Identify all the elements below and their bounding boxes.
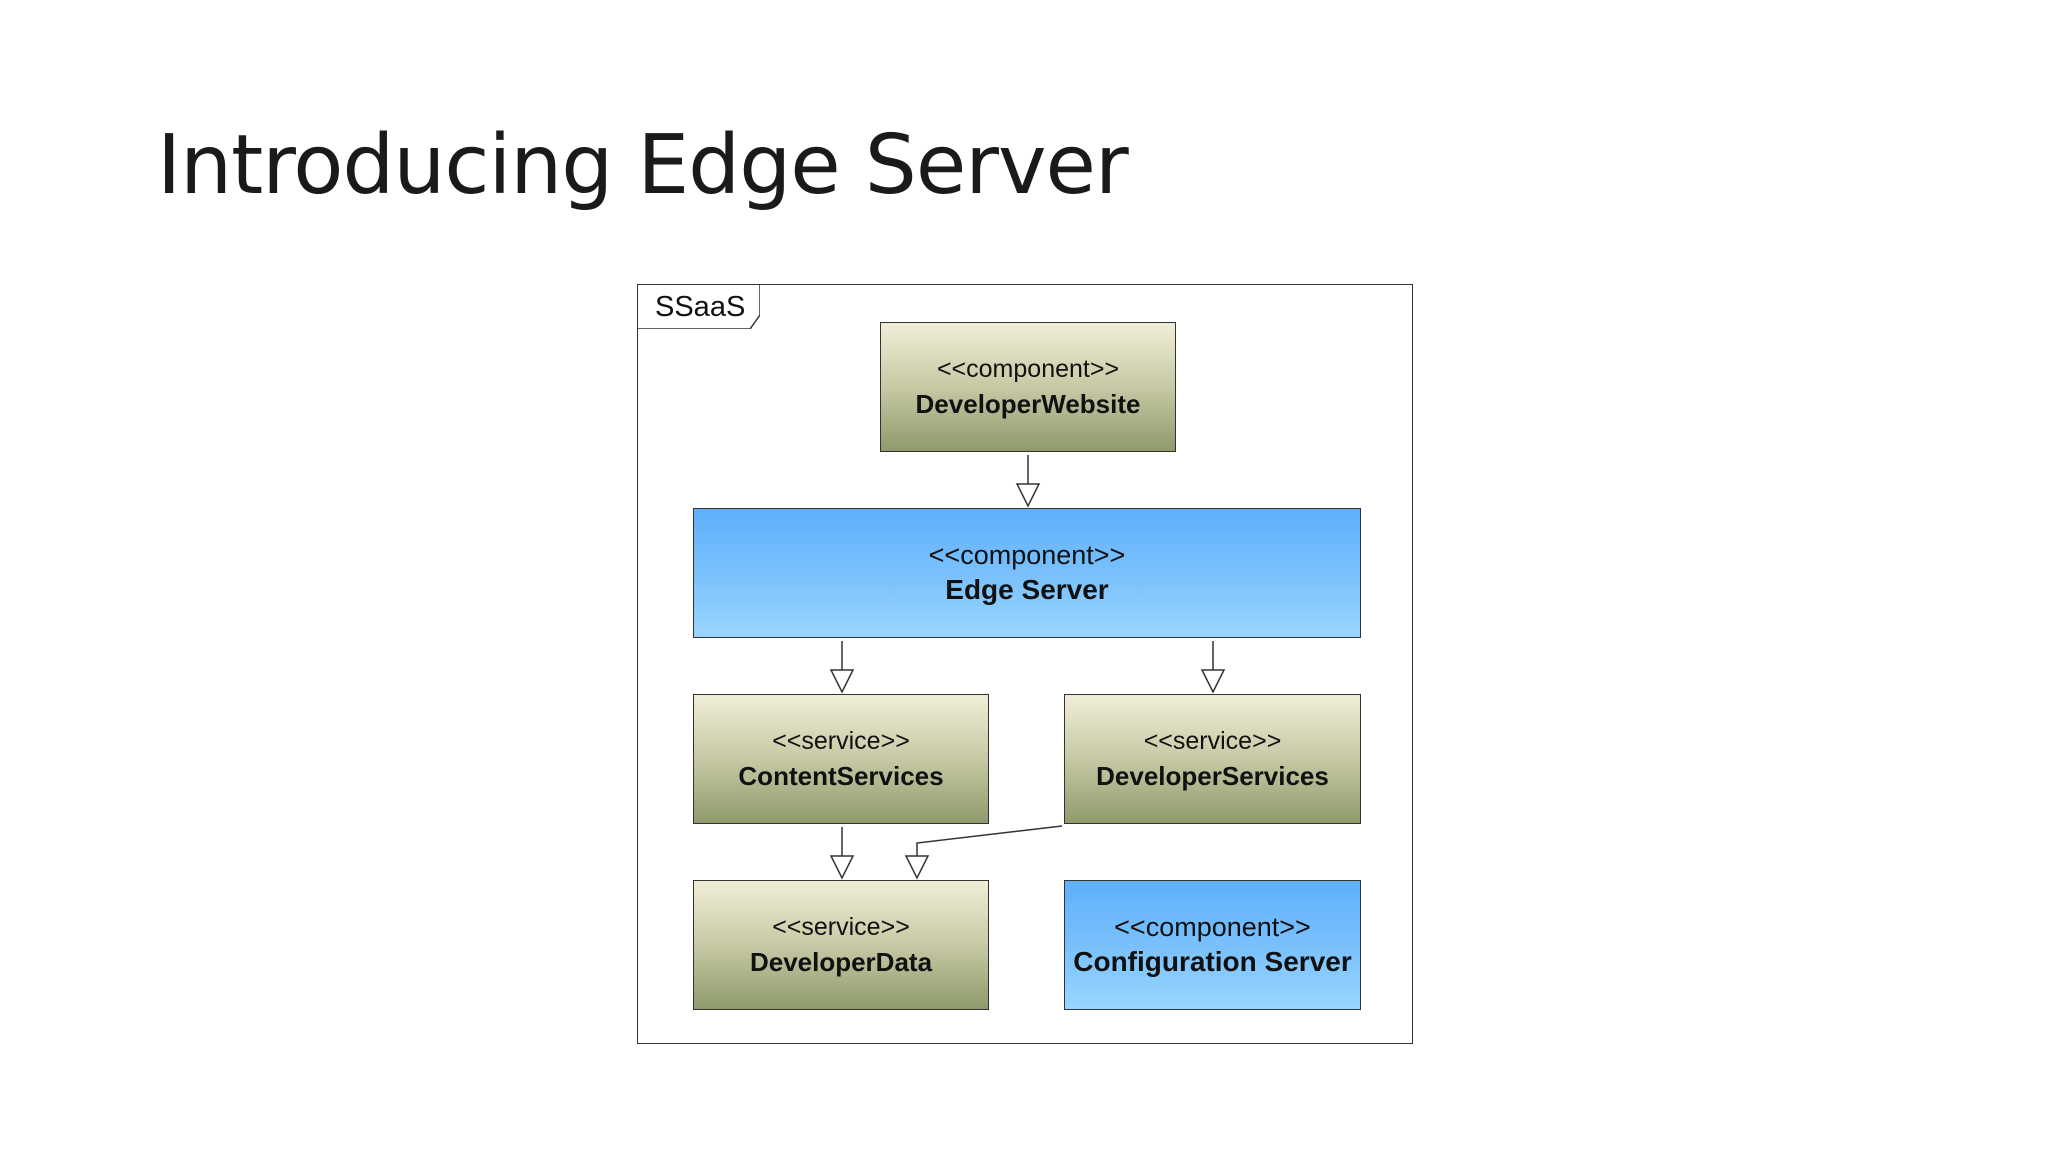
node-stereotype: <<service>> <box>772 913 910 941</box>
frame-label: SSaaS <box>655 291 746 323</box>
node-stereotype: <<component>> <box>936 355 1120 383</box>
node-developer-services[interactable]: <<service>> DeveloperServices <box>1064 694 1361 824</box>
node-configuration-server[interactable]: <<component>> Configuration Server <box>1064 880 1361 1010</box>
node-name: DeveloperServices <box>1096 761 1329 791</box>
node-content-services[interactable]: <<service>> ContentServices <box>693 694 989 824</box>
node-stereotype: <<component>> <box>1114 912 1311 942</box>
node-developer-website[interactable]: <<component>> DeveloperWebsite <box>880 322 1176 452</box>
slide-title: Introducing Edge Server <box>157 118 1129 213</box>
node-developer-data[interactable]: <<service>> DeveloperData <box>693 880 989 1010</box>
node-name: ContentServices <box>738 761 944 791</box>
frame-tab <box>638 285 760 329</box>
node-edge-server[interactable]: <<component>> Edge Server <box>693 508 1361 638</box>
node-name: DeveloperData <box>749 947 933 977</box>
node-name: Configuration Server <box>1073 946 1352 977</box>
ssaas-frame: SSaaS <box>637 284 1413 1044</box>
node-name: DeveloperWebsite <box>915 389 1141 419</box>
node-name: Edge Server <box>945 574 1109 605</box>
node-stereotype: <<component>> <box>928 540 1126 570</box>
node-stereotype: <<service>> <box>772 727 910 755</box>
node-stereotype: <<service>> <box>1143 727 1282 755</box>
